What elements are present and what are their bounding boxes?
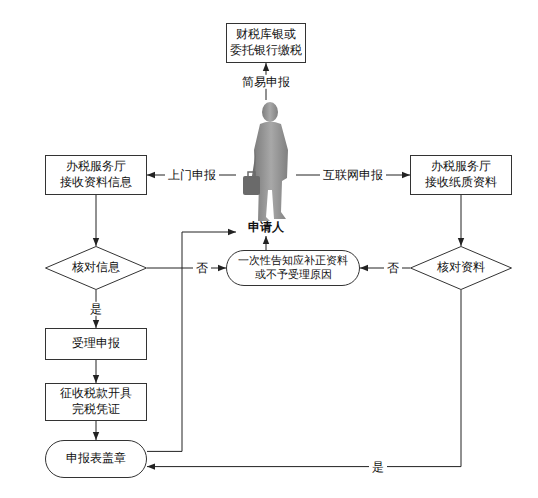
diamond-shape bbox=[46, 247, 147, 290]
node-label: 办税服务厅 接收纸质资料 bbox=[411, 159, 511, 190]
applicant-figure: 申请人 bbox=[236, 100, 296, 236]
edge-label: 互联网申报 bbox=[320, 168, 386, 182]
briefcase bbox=[243, 176, 260, 195]
edge-label: 简易申报 bbox=[239, 74, 293, 88]
terminal-box: 一次性告知应补正资料 或不予受理原因 bbox=[226, 250, 360, 286]
flow-arrow bbox=[461, 195, 462, 246]
flow-arrow bbox=[147, 268, 226, 269]
flow-arrow bbox=[96, 421, 97, 440]
briefcase-handle bbox=[248, 172, 255, 177]
edge-label: 是 bbox=[87, 302, 105, 316]
stadium-shape bbox=[46, 441, 147, 478]
process-box: 办税服务厅 接收纸质资料 bbox=[410, 155, 512, 195]
person-body bbox=[254, 122, 288, 222]
node-label: 征收税款开具 完税凭证 bbox=[46, 386, 146, 417]
process-box: 受理申报 bbox=[45, 328, 147, 360]
process-box: 征收税款开具 完税凭证 bbox=[45, 383, 147, 421]
node-label: 办税服务厅 接收资料信息 bbox=[46, 159, 146, 190]
flow-arrow bbox=[147, 232, 236, 451]
flow-arrow bbox=[96, 195, 97, 246]
process-box: 财税库银或 委托银行缴税 bbox=[226, 23, 306, 63]
decision-diamond: 核对资料 bbox=[410, 246, 512, 290]
node-label: 受理申报 bbox=[69, 336, 123, 352]
flow-arrow bbox=[147, 290, 461, 467]
actor-label: 申请人 bbox=[245, 220, 287, 236]
flow-arrow bbox=[266, 236, 267, 250]
node-label: 申报表盖章 bbox=[63, 451, 129, 467]
diamond-shape bbox=[411, 247, 512, 290]
node-label: 财税库银或 委托银行缴税 bbox=[227, 27, 305, 58]
edge-label: 否 bbox=[384, 261, 402, 275]
person-head bbox=[262, 102, 278, 122]
edge-label: 是 bbox=[369, 459, 387, 473]
decision-diamond: 核对信息 bbox=[45, 246, 147, 290]
terminal-box: 申报表盖章 bbox=[45, 440, 147, 478]
node-label: 一次性告知应补正资料 或不予受理原因 bbox=[226, 254, 360, 283]
flow-arrow bbox=[96, 360, 97, 383]
node-label: 核对资料 bbox=[434, 260, 488, 276]
edge-label: 否 bbox=[193, 261, 211, 275]
process-box: 办税服务厅 接收资料信息 bbox=[45, 155, 147, 195]
node-label: 核对信息 bbox=[69, 260, 123, 276]
edge-label: 上门申报 bbox=[165, 168, 219, 182]
stadium-shape bbox=[227, 251, 360, 286]
